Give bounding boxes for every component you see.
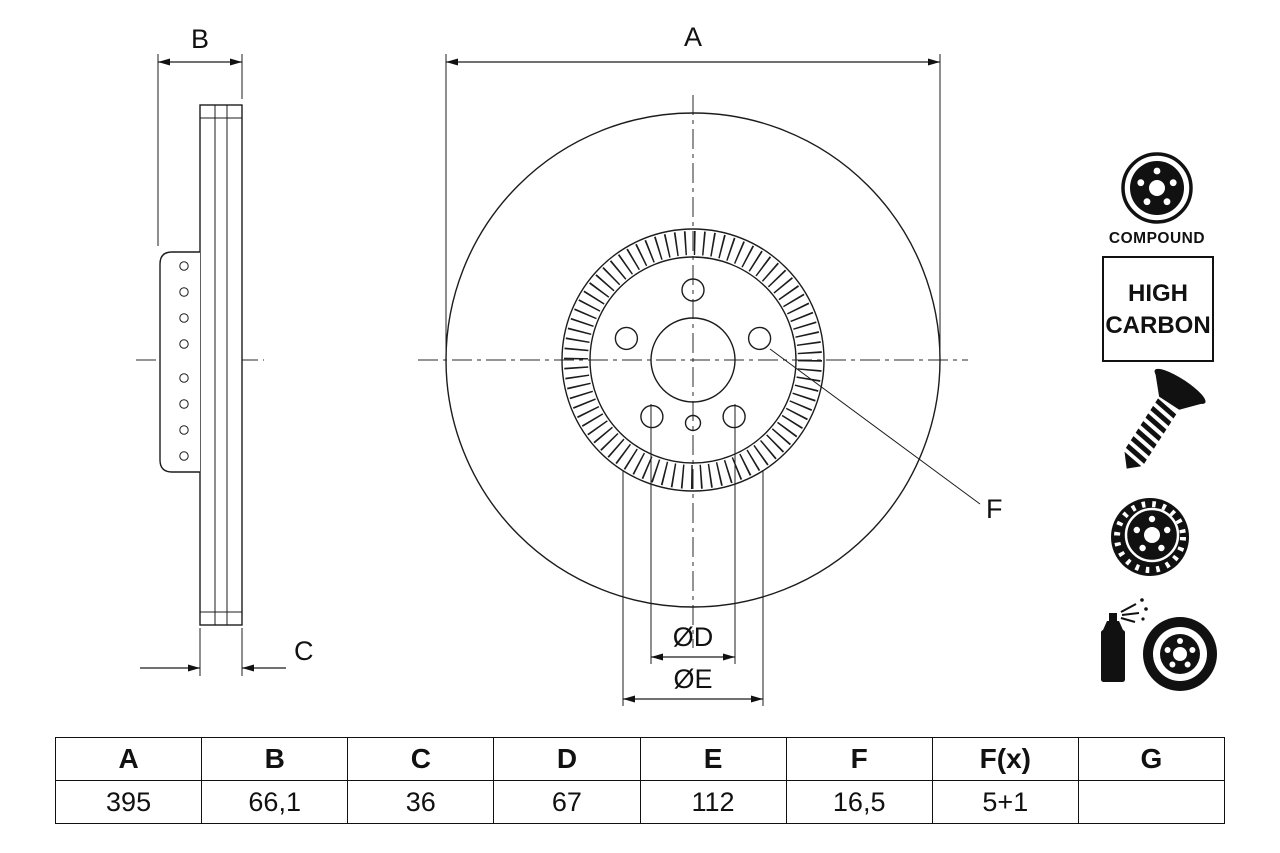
dimension-B: B <box>157 24 243 246</box>
dimension-F: F <box>769 348 1003 524</box>
dim-label-A: A <box>684 22 702 52</box>
header-A: A <box>54 737 203 781</box>
vented-disc-icon <box>1111 498 1189 576</box>
header-D: D <box>493 737 641 781</box>
disc-section-outline <box>199 104 243 626</box>
header-G: G <box>1077 737 1226 781</box>
table-header-row: A B C D E F F(x) G <box>54 737 1226 781</box>
high-carbon-badge: HIGH CARBON <box>1102 256 1214 362</box>
value-F: 16,5 <box>785 780 933 824</box>
dim-label-E: ØE <box>673 664 712 694</box>
wheel-bolt-holes <box>614 278 772 429</box>
front-view <box>418 95 968 648</box>
outer-diameter-circle <box>445 112 941 608</box>
dimension-E: ØE <box>622 470 764 706</box>
header-B: B <box>201 737 349 781</box>
coated-disc-spray-icon <box>1101 598 1217 691</box>
high-carbon-line1: HIGH <box>1128 280 1188 307</box>
header-F: F <box>785 737 933 781</box>
value-A: 395 <box>54 780 203 824</box>
header-Fx: F(x) <box>931 737 1079 781</box>
dim-label-B: B <box>191 24 209 54</box>
value-Fx: 5+1 <box>931 780 1079 824</box>
value-E: 112 <box>639 780 787 824</box>
dimension-A: A <box>445 22 941 352</box>
table-value-row: 395 66,1 36 67 112 16,5 5+1 <box>54 780 1226 824</box>
dim-label-C: C <box>294 636 314 666</box>
header-E: E <box>639 737 787 781</box>
dim-label-D: ØD <box>673 622 714 652</box>
value-G <box>1077 780 1226 824</box>
dimension-C: C <box>140 628 314 676</box>
center-bore-circle <box>650 317 736 403</box>
dimensions-table: A B C D E F F(x) G 395 66,1 36 67 112 16… <box>54 737 1226 824</box>
dimension-D: ØD <box>650 404 736 664</box>
hat-inner-circle <box>589 256 797 464</box>
dim-label-F: F <box>986 494 1003 524</box>
high-carbon-line2: CARBON <box>1105 312 1210 339</box>
serrated-ring <box>564 231 822 489</box>
hub-hat-section <box>159 251 200 473</box>
compound-label: COMPOUND <box>1109 230 1205 247</box>
header-C: C <box>347 737 495 781</box>
hat-outer-circle <box>561 228 825 492</box>
value-C: 36 <box>347 780 495 824</box>
countersunk-screw-icon <box>1124 368 1206 469</box>
value-B: 66,1 <box>201 780 349 824</box>
hub-bolt-holes-section <box>179 261 189 461</box>
side-view <box>136 104 264 626</box>
value-D: 67 <box>493 780 641 824</box>
locating-pin-hole <box>684 414 702 432</box>
compound-icon: COMPOUND <box>1109 152 1205 247</box>
